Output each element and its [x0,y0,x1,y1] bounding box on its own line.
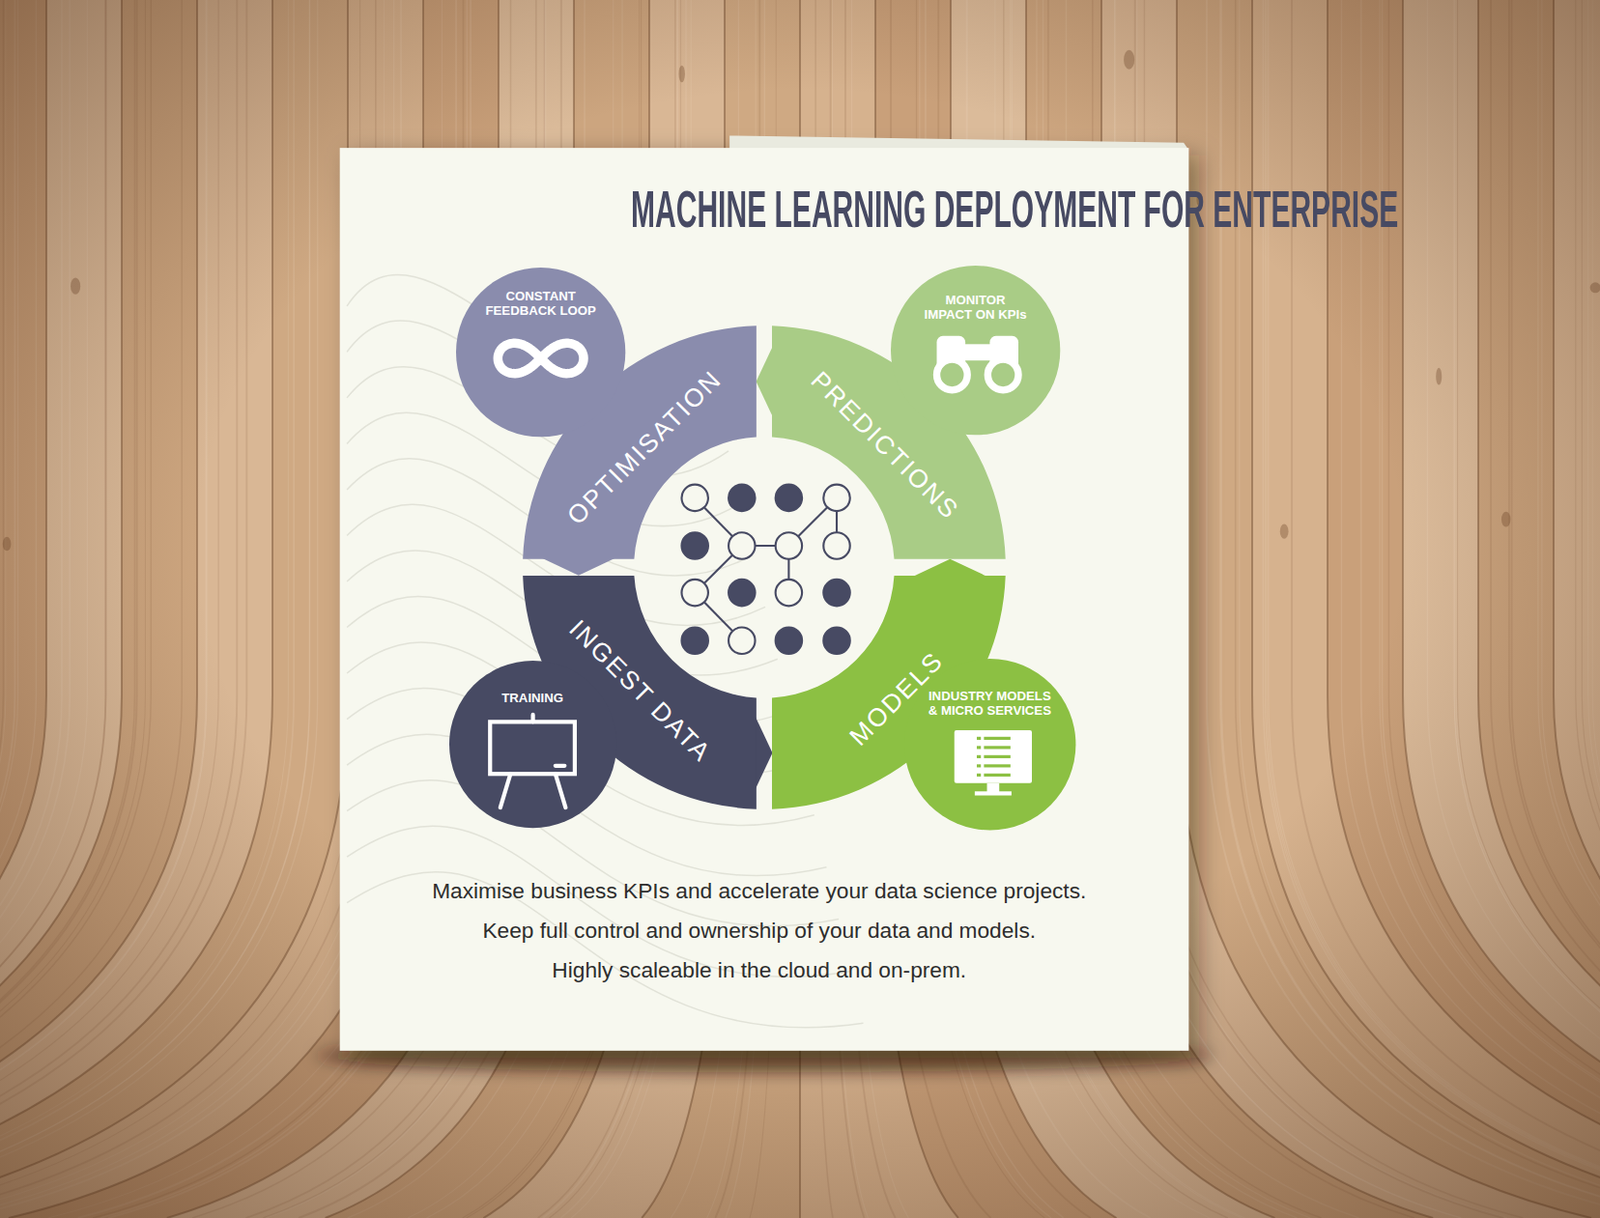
network-dot [775,628,802,655]
circle-shape [449,660,617,829]
icon-circle: CONSTANT FEEDBACK LOOP [456,267,626,437]
circle-label: MONITOR IMPACT ON KPIs [904,292,1048,322]
infinity-icon [497,342,584,373]
circle-group [890,265,1060,435]
list-bullet [976,746,981,750]
network-dot [728,579,755,606]
caption-line: Maximise business KPIs and accelerate yo… [334,878,1184,905]
easel-icon [489,714,575,808]
easel-stroke [555,764,566,769]
binocular-lens [987,359,1019,391]
monitor-icon [953,730,1031,797]
icon-circle: MONITOR IMPACT ON KPIs [890,265,1060,435]
network-dot [823,628,850,655]
segment-group [522,325,757,560]
network-icon [681,485,850,655]
title-row: MACHINE LEARNING DEPLOYMENT FOR ENTERPRI… [340,181,1190,238]
network-dot [728,628,755,655]
icon-circle: INDUSTRY MODELS & MICRO SERVICES [904,658,1076,830]
title: MACHINE LEARNING DEPLOYMENT FOR ENTERPRI… [630,181,1399,238]
list-bullet [976,755,981,759]
network-dot [681,532,708,559]
circle-label: TRAINING [501,690,564,706]
flow-arrow [755,715,773,790]
circle-group [456,267,626,437]
network-dot [775,532,802,559]
network-dot [681,485,708,512]
flow-arrow [756,344,774,419]
monitor-stand [986,783,1000,794]
list-line [983,737,1010,741]
binoculars-icon [937,335,1019,390]
network-dot [823,579,850,606]
list-bullet [976,773,981,777]
network-dot [728,485,755,512]
monitor-screen [953,730,1031,784]
circle-fill [449,660,617,829]
easel-stroke [499,774,511,809]
circle-label: CONSTANT FEEDBACK LOOP [469,288,613,318]
list-line [983,765,1010,769]
circle-fill [890,265,1060,435]
network-dot [823,485,850,512]
circle-fill [904,658,1076,830]
list-line [983,773,1010,777]
network-dot [823,532,850,559]
circle-group [904,658,1076,830]
network-dot [775,579,802,606]
circle-label: INDUSTRY MODELS & MICRO SERVICES [917,688,1061,718]
easel-stroke [555,774,567,809]
easel-stroke [530,714,535,722]
binocular-bridge [963,343,993,361]
flow-arrow [913,559,987,577]
icon-circle: TRAINING [449,660,617,829]
list-bullet [976,737,981,741]
circle-group [449,660,617,829]
circle-shape [890,265,1060,435]
caption-line: Highly scaleable in the cloud and on-pre… [334,957,1184,984]
ring-segment [771,325,1006,560]
list-line [983,746,1010,750]
list-bullet [976,765,981,769]
caption-line: Keep full control and ownership of your … [334,917,1184,944]
card [340,147,1190,1052]
network-dot [681,628,708,655]
card-back-flap [729,135,1189,150]
flow-arrow [542,558,616,576]
circle-fill [456,267,626,437]
monitor-base [974,792,1012,797]
list-line [983,755,1010,759]
network-dot [681,579,708,606]
binocular-lens [937,359,969,391]
infinity-symbol [497,342,584,373]
circle-shape [904,658,1076,830]
network-dot [775,485,802,512]
ring-segment [522,325,757,560]
network-dot [728,532,755,559]
segment-group [771,325,1006,560]
easel-board [489,722,575,775]
